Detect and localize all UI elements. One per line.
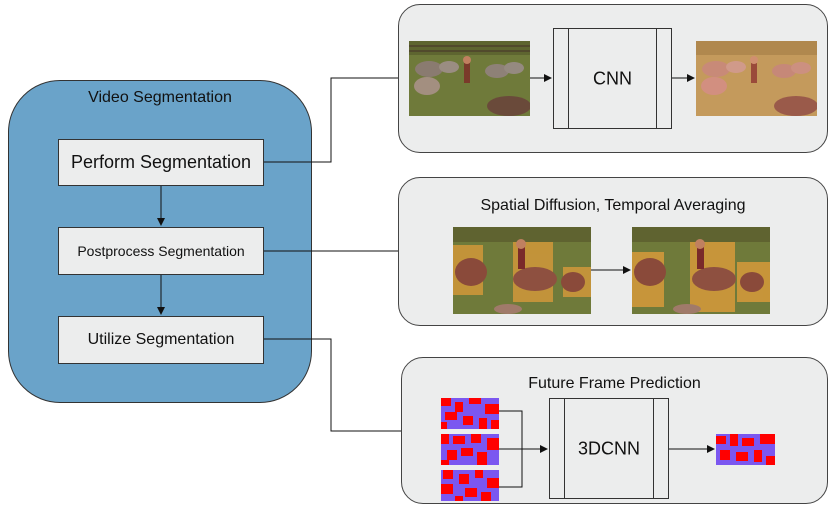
utilize-segmentation-box: Utilize Segmentation [58, 316, 264, 364]
cnn-model-box: CNN [553, 28, 672, 129]
postprocess-segmentation-box: Postprocess Segmentation [58, 227, 264, 275]
perform-segmentation-box: Perform Segmentation [58, 139, 264, 186]
past-frame-mask-1 [441, 398, 499, 429]
past-frame-mask-3 [441, 470, 499, 501]
utilize-segmentation-label: Utilize Segmentation [87, 331, 235, 348]
segmented-output-frame [696, 41, 817, 116]
3dcnn-model-label: 3DCNN [577, 438, 640, 458]
predicted-frame-mask [716, 434, 775, 465]
3dcnn-model-box: 3DCNN [549, 398, 669, 499]
video-segmentation-title: Video Segmentation [88, 89, 232, 106]
postprocess-segmentation-label: Postprocess Segmentation [77, 243, 245, 259]
perform-segmentation-label: Perform Segmentation [70, 152, 252, 172]
postprocessed-segmentation-frame [632, 227, 770, 314]
raw-segmentation-frame [453, 227, 591, 314]
cnn-model-label: CNN [593, 68, 632, 88]
future-panel-title: Future Frame Prediction [528, 375, 701, 392]
input-video-frame [409, 41, 530, 116]
past-frame-mask-2 [441, 434, 499, 465]
diffusion-panel-title: Spatial Diffusion, Temporal Averaging [480, 197, 746, 214]
